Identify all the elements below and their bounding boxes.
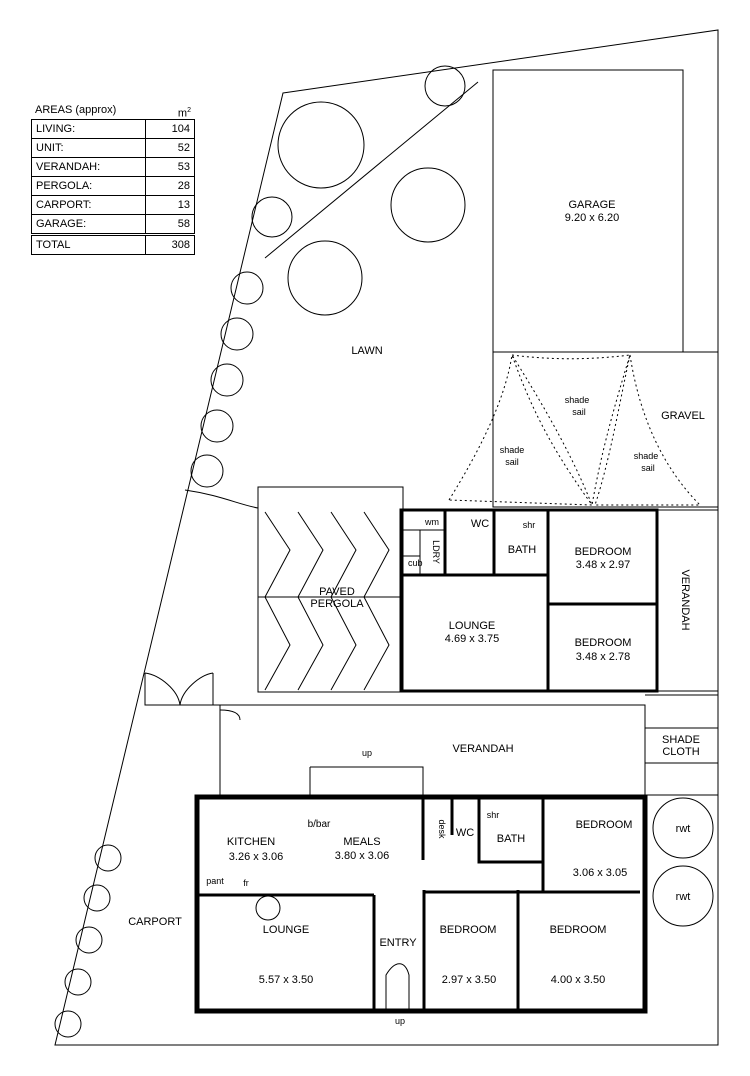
kitchen-label: KITCHEN	[227, 836, 275, 848]
unit-wc: WC	[471, 518, 489, 530]
bath-label: BATH	[497, 833, 526, 845]
bbar-label: b/bar	[308, 819, 331, 830]
lounge-label: LOUNGE	[263, 924, 309, 936]
unit-bed2-dims: 3.48 x 2.78	[576, 651, 630, 663]
boundary-line	[54, 29, 719, 1046]
unit-bed1: BEDROOM	[575, 546, 632, 558]
unit-lounge: LOUNGE	[449, 620, 495, 632]
unit-cub: cub	[408, 558, 423, 568]
carport-label: CARPORT	[128, 916, 182, 928]
areas-row-label: CARPORT:	[31, 195, 146, 215]
areas-row: GARAGE:58	[31, 214, 195, 235]
shade-sail-3b: sail	[641, 463, 655, 473]
areas-total-row: TOTAL 308	[31, 233, 195, 255]
garage-outline	[492, 69, 684, 353]
shade-sail-3: shade	[634, 451, 659, 461]
house-outline	[194, 794, 648, 1014]
pergola-label: PERGOLA	[310, 598, 364, 610]
areas-unit: m2	[177, 107, 191, 120]
rwt-label-1: rwt	[676, 823, 691, 835]
areas-row: LIVING:104	[31, 119, 195, 139]
areas-row: CARPORT:13	[31, 195, 195, 215]
areas-title: AREAS (approx)	[35, 104, 117, 116]
shade-cloth-1: SHADE	[662, 734, 700, 746]
wc-label: WC	[456, 827, 474, 839]
unit-bath: BATH	[508, 544, 537, 556]
areas-header: AREAS (approx) m2	[31, 102, 195, 120]
bedroom-a-dims: 3.06 x 3.05	[573, 867, 627, 879]
unit-wm: wm	[424, 517, 439, 527]
rwt-tank-2	[652, 865, 714, 927]
fr-label: fr	[243, 878, 249, 888]
pant-label: pant	[206, 876, 224, 886]
unit-bed2: BEDROOM	[575, 637, 632, 649]
shade-sails	[448, 354, 702, 507]
unit-lounge-dims: 4.69 x 3.75	[445, 633, 499, 645]
shade-sail-2b: sail	[505, 457, 519, 467]
verandah-label: VERANDAH	[452, 743, 513, 755]
unit-outline	[399, 508, 659, 693]
meals-dims: 3.80 x 3.06	[335, 850, 389, 862]
shr-label: shr	[487, 810, 500, 820]
trees	[54, 65, 466, 1038]
areas-total-label: TOTAL	[31, 233, 146, 255]
shade-sail-2: shade	[500, 445, 525, 455]
garage-dims: 9.20 x 6.20	[565, 212, 619, 224]
rwt-tank-1	[652, 797, 714, 859]
paved-label: PAVED	[319, 586, 355, 598]
lawn-edge	[184, 489, 259, 509]
up-label-top: up	[362, 748, 372, 758]
entry-label: ENTRY	[379, 937, 417, 949]
rwt-label-2: rwt	[676, 891, 691, 903]
unit-shr: shr	[523, 520, 536, 530]
pergola-outline	[257, 486, 404, 693]
meals-label: MEALS	[343, 836, 380, 848]
bedroom-c-dims: 4.00 x 3.50	[551, 974, 605, 986]
lawn-divider	[264, 81, 479, 259]
areas-total-value: 308	[145, 233, 195, 255]
bedroom-b-dims: 2.97 x 3.50	[442, 974, 496, 986]
unit-ldry: LDRY	[431, 540, 441, 564]
areas-row-value: 28	[145, 176, 195, 196]
lounge-dims: 5.57 x 3.50	[259, 974, 313, 986]
shade-sail-1: shade	[565, 395, 590, 405]
shade-sail-1b: sail	[572, 407, 586, 417]
shade-cloth-2: CLOTH	[662, 746, 699, 758]
lawn-label: LAWN	[351, 345, 382, 357]
bedroom-a-label: BEDROOM	[576, 819, 633, 831]
kitchen-dims: 3.26 x 3.06	[229, 851, 283, 863]
areas-row: PERGOLA:28	[31, 176, 195, 196]
verandah-side-label: VERANDAH	[679, 569, 691, 630]
bedroom-c-label: BEDROOM	[550, 924, 607, 936]
unit-bed1-dims: 3.48 x 2.97	[576, 559, 630, 571]
areas-row-value: 52	[145, 138, 195, 158]
desk-label: desk	[437, 819, 447, 839]
up-label-bottom: up	[395, 1016, 405, 1026]
garage-label: GARAGE	[568, 199, 615, 211]
gravel-label: GRAVEL	[661, 410, 705, 422]
bedroom-b-label: BEDROOM	[440, 924, 497, 936]
